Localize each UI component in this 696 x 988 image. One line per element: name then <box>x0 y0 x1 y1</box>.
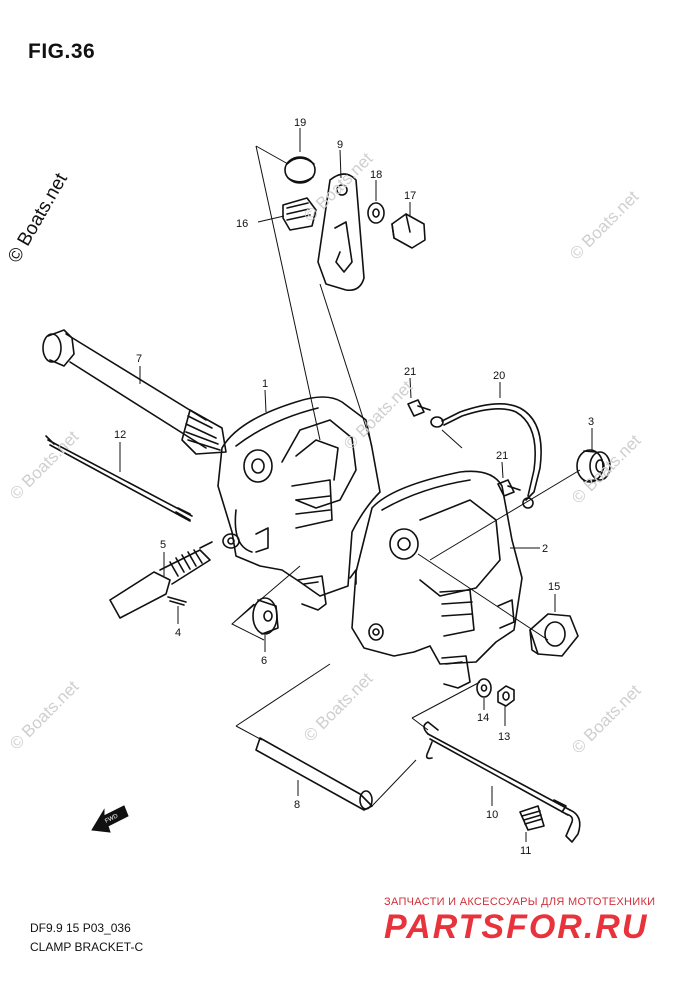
part-cap-6 <box>252 597 279 635</box>
part-spring-11 <box>519 805 545 831</box>
part-ground-lead-20 <box>430 403 542 509</box>
figure-title: FIG.36 <box>28 40 96 63</box>
callout-19: 19 <box>294 117 306 129</box>
callout-6: 6 <box>261 655 267 667</box>
callout-3: 3 <box>588 416 594 428</box>
part-tilt-pin-7 <box>42 329 227 455</box>
fwd-label: FWD <box>104 813 120 825</box>
guide-10 <box>411 681 481 731</box>
part-clip-19 <box>284 156 316 184</box>
callout-18: 18 <box>370 169 382 181</box>
figure-name: CLAMP BRACKET-C <box>30 940 144 954</box>
callout-1: 1 <box>262 378 268 390</box>
callout-12: 12 <box>114 429 126 441</box>
callout-4: 4 <box>175 627 181 639</box>
part-bolt-21-lower <box>497 479 521 497</box>
callout-9: 9 <box>337 139 343 151</box>
leader-16 <box>257 215 285 223</box>
callout-21-upper: 21 <box>404 366 416 378</box>
guide-bushing-bracket <box>417 469 581 641</box>
callout-2: 2 <box>542 543 548 555</box>
part-clamp-bracket-2 <box>351 470 523 689</box>
callout-14: 14 <box>477 712 489 724</box>
callout-7: 7 <box>136 353 142 365</box>
callout-21-lower: 21 <box>496 450 508 462</box>
callout-15: 15 <box>548 581 560 593</box>
part-bushing-3 <box>576 449 611 483</box>
figure-code: DF9.9 15 P03_036 <box>30 921 131 935</box>
part-bolt-21-upper <box>407 399 431 417</box>
fwd-direction-arrow: FWD <box>91 805 129 833</box>
promo-tagline: ЗАПЧАСТИ И АКСЕССУАРЫ ДЛЯ МОТОТЕХНИКИ <box>384 896 656 908</box>
part-nut-15 <box>529 613 579 657</box>
leader-9 <box>339 149 342 179</box>
part-lock-rod-10 <box>423 721 581 843</box>
leader-1 <box>264 389 267 413</box>
callout-16: 16 <box>236 218 248 230</box>
guide-6 <box>231 565 301 641</box>
promo-brand-logo[interactable]: PARTSFOR.RU <box>384 908 649 946</box>
part-clamp-bracket-1 <box>217 396 381 611</box>
guide-19-16 <box>255 145 321 441</box>
leader-21a <box>409 377 412 399</box>
part-nut-13 <box>497 685 515 707</box>
part-pad-16 <box>282 197 317 231</box>
part-lever-spring-5 <box>109 541 213 619</box>
callout-17: 17 <box>404 190 416 202</box>
part-rod-12 <box>45 435 193 522</box>
callout-10: 10 <box>486 809 498 821</box>
part-washer-18 <box>367 202 385 224</box>
part-bolt-17 <box>391 213 426 249</box>
callout-20: 20 <box>493 370 505 382</box>
part-pin-4 <box>167 596 187 606</box>
part-shaft-8 <box>255 737 373 811</box>
callout-8: 8 <box>294 799 300 811</box>
leader-21b <box>501 461 504 479</box>
guide-9-bracket <box>319 283 373 447</box>
guide-8 <box>235 663 417 807</box>
callout-11: 11 <box>520 845 531 857</box>
callout-13: 13 <box>498 731 510 743</box>
part-washer-14 <box>476 678 492 698</box>
guide-20-bracket <box>441 429 463 449</box>
callout-5: 5 <box>160 539 166 551</box>
